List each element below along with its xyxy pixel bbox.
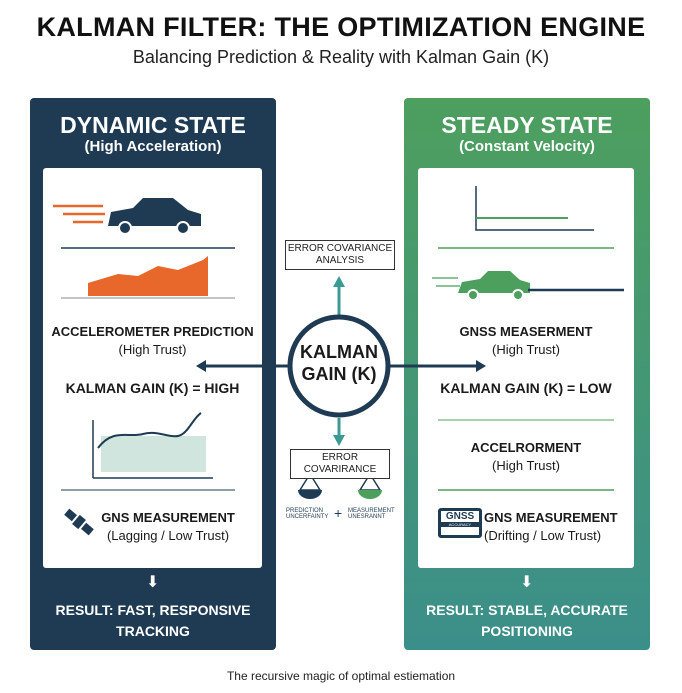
panel-heading: DYNAMIC STATE (60, 112, 246, 138)
error-covariance-box: ERROR COVARIRANCE (290, 449, 390, 479)
panel-card: GNSS MEASERMENT (High Trust) KALMAN GAIN… (418, 168, 634, 568)
kalman-gain-circle (287, 314, 391, 418)
measurement-trust: (Lagging / Low Trust) (106, 528, 230, 543)
measurement-trust: (High Trust) (492, 342, 560, 357)
steady-state-panel: STEADY STATE (Constant Velocity) GNSS ME… (404, 98, 650, 650)
result-label: RESULT: STABLE, ACCURATE POSITIONING (426, 602, 628, 639)
error-covariance-analysis-box: ERROR COVARIANCE ANALYSIS (285, 240, 395, 270)
gnss-icon: GNSS ACCURACY (438, 508, 482, 538)
car-icon (458, 271, 530, 293)
gain-label: KALMAN GAIN (K) = HIGH (65, 380, 240, 396)
kalman-gain-label: KALMAN GAIN (K) (300, 342, 378, 384)
prediction-trust: (High Trust) (118, 342, 187, 357)
caption: The recursive magic of optimal estiemati… (226, 669, 456, 683)
page-title: KALMAN FILTER: THE OPTIMIZATION ENGINE (36, 12, 646, 42)
steady-graphics (432, 186, 624, 491)
accel-trust: (High Trust) (492, 458, 560, 473)
page-subtitle: Balancing Prediction & Reality with Kalm… (132, 47, 550, 67)
prediction-title: ACCELEROMETER PREDICTION (51, 324, 254, 339)
satellite-icon (64, 508, 94, 536)
measurement-title: GNS MEASUREMENT (101, 510, 235, 525)
acceleration-area-chart (88, 256, 208, 296)
gnss-icon-sub: ACCURACY (441, 522, 479, 527)
gain-label: KALMAN GAIN (K) = LOW (440, 380, 612, 396)
gnss-icon-label: GNSS (445, 511, 475, 522)
plus-sign: + (334, 505, 343, 521)
measurement-title: GNSS MEASERMENT (459, 324, 593, 339)
panel-subheading: (Constant Velocity) (459, 138, 595, 155)
measurement2-trust: (Drifting / Low Trust) (484, 528, 602, 543)
panel-card: ACCELEROMETER PREDICTION (High Trust) KA… (43, 168, 262, 568)
prediction-uncertainty: PREDICTION UNCERFAINTY (286, 508, 329, 520)
panel-heading: STEADY STATE (441, 112, 613, 138)
result-label: RESULT: FAST, RESPONSIVE TRACKING (55, 602, 251, 639)
down-arrow-icon: ⬇ (520, 574, 534, 591)
down-arrow-icon: ⬇ (146, 574, 160, 591)
measurement-uncertainty: MEASUREMENT UNESRANNT (348, 508, 395, 520)
car-speed-icon (53, 198, 235, 536)
panel-subheading: (High Acceleration) (84, 138, 222, 155)
measurement2-title: GNS MEASUREMENT (484, 510, 618, 525)
accel-title: ACCELRORMENT (470, 440, 582, 455)
dynamic-state-panel: DYNAMIC STATE (High Acceleration) ACCELE… (30, 98, 276, 650)
